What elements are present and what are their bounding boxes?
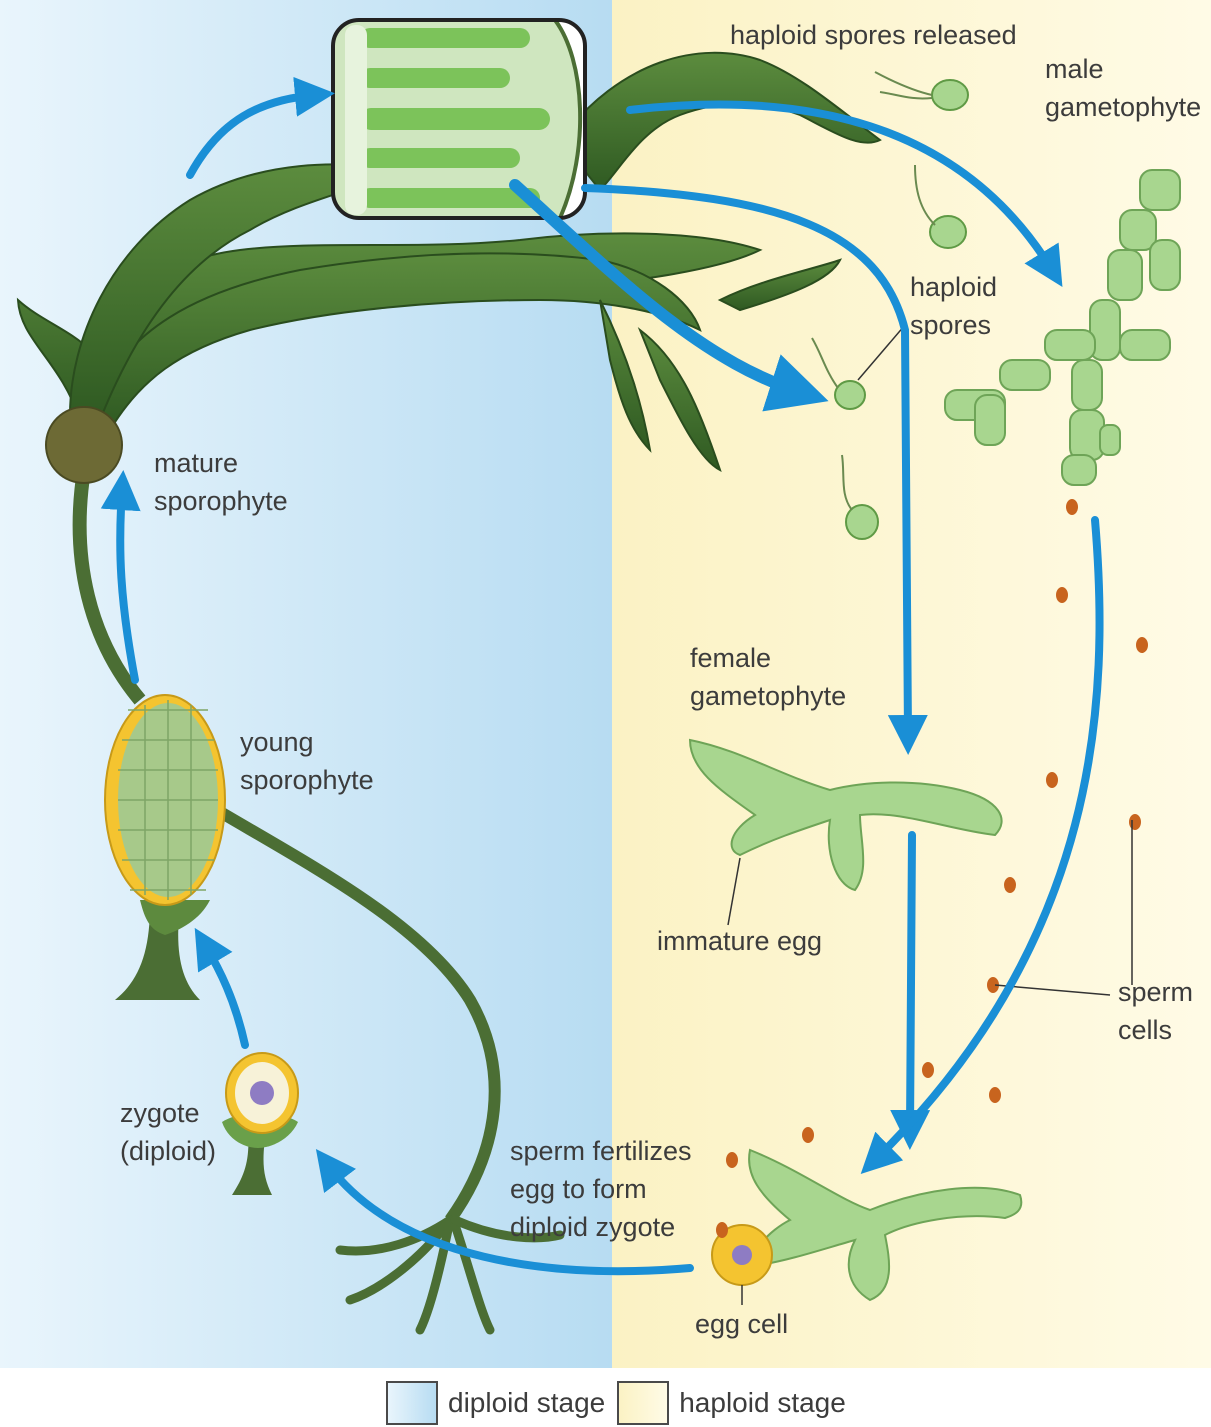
label-egg-cell: egg cell <box>695 1305 788 1343</box>
label-zygote-line2: (diploid) <box>120 1132 216 1170</box>
label-zygote: zygote (diploid) <box>120 1094 216 1170</box>
label-female-gametophyte-line2: gametophyte <box>690 677 846 715</box>
label-sperm-fertilizes: sperm fertilizes egg to form diploid zyg… <box>510 1132 692 1246</box>
label-immature-egg: immature egg <box>657 922 822 960</box>
label-sperm-fertilizes-line1: sperm fertilizes <box>510 1132 692 1170</box>
egg-nucleus <box>732 1245 752 1265</box>
label-male-gametophyte: male gametophyte <box>1045 50 1201 126</box>
label-mature-sporophyte-line1: mature <box>154 444 288 482</box>
kelp-bulb <box>46 407 122 483</box>
arrow-female-to-fertilization <box>910 835 912 1130</box>
legend-label-haploid: haploid stage <box>679 1387 846 1419</box>
label-female-gametophyte-line1: female <box>690 639 846 677</box>
legend-swatch-haploid <box>617 1381 669 1425</box>
label-haploid-spores-line2: spores <box>910 306 997 344</box>
label-mature-sporophyte-line2: sporophyte <box>154 482 288 520</box>
label-mature-sporophyte: mature sporophyte <box>154 444 288 520</box>
label-immature-egg-text: immature egg <box>657 922 822 960</box>
blade-cross-section-inset <box>333 20 585 218</box>
label-haploid-spores-released-text: haploid spores released <box>730 16 1017 54</box>
label-male-gametophyte-line2: gametophyte <box>1045 88 1201 126</box>
legend: diploid stage haploid stage <box>386 1381 858 1425</box>
label-haploid-spores-line1: haploid <box>910 268 997 306</box>
legend-label-diploid: diploid stage <box>448 1387 605 1419</box>
label-sperm-cells-line1: sperm <box>1118 973 1193 1011</box>
label-haploid-spores: haploid spores <box>910 268 997 344</box>
label-sperm-cells: sperm cells <box>1118 973 1193 1049</box>
label-male-gametophyte-line1: male <box>1045 50 1201 88</box>
label-sperm-fertilizes-line2: egg to form <box>510 1170 692 1208</box>
label-zygote-line1: zygote <box>120 1094 216 1132</box>
label-sperm-fertilizes-line3: diploid zygote <box>510 1208 692 1246</box>
label-sperm-cells-line2: cells <box>1118 1011 1193 1049</box>
label-young-sporophyte: young sporophyte <box>240 723 374 799</box>
label-young-sporophyte-line1: young <box>240 723 374 761</box>
legend-swatch-diploid <box>386 1381 438 1425</box>
label-female-gametophyte: female gametophyte <box>690 639 846 715</box>
label-young-sporophyte-line2: sporophyte <box>240 761 374 799</box>
zygote-nucleus <box>250 1081 274 1105</box>
label-haploid-spores-released: haploid spores released <box>730 16 1017 54</box>
label-egg-cell-text: egg cell <box>695 1305 788 1343</box>
